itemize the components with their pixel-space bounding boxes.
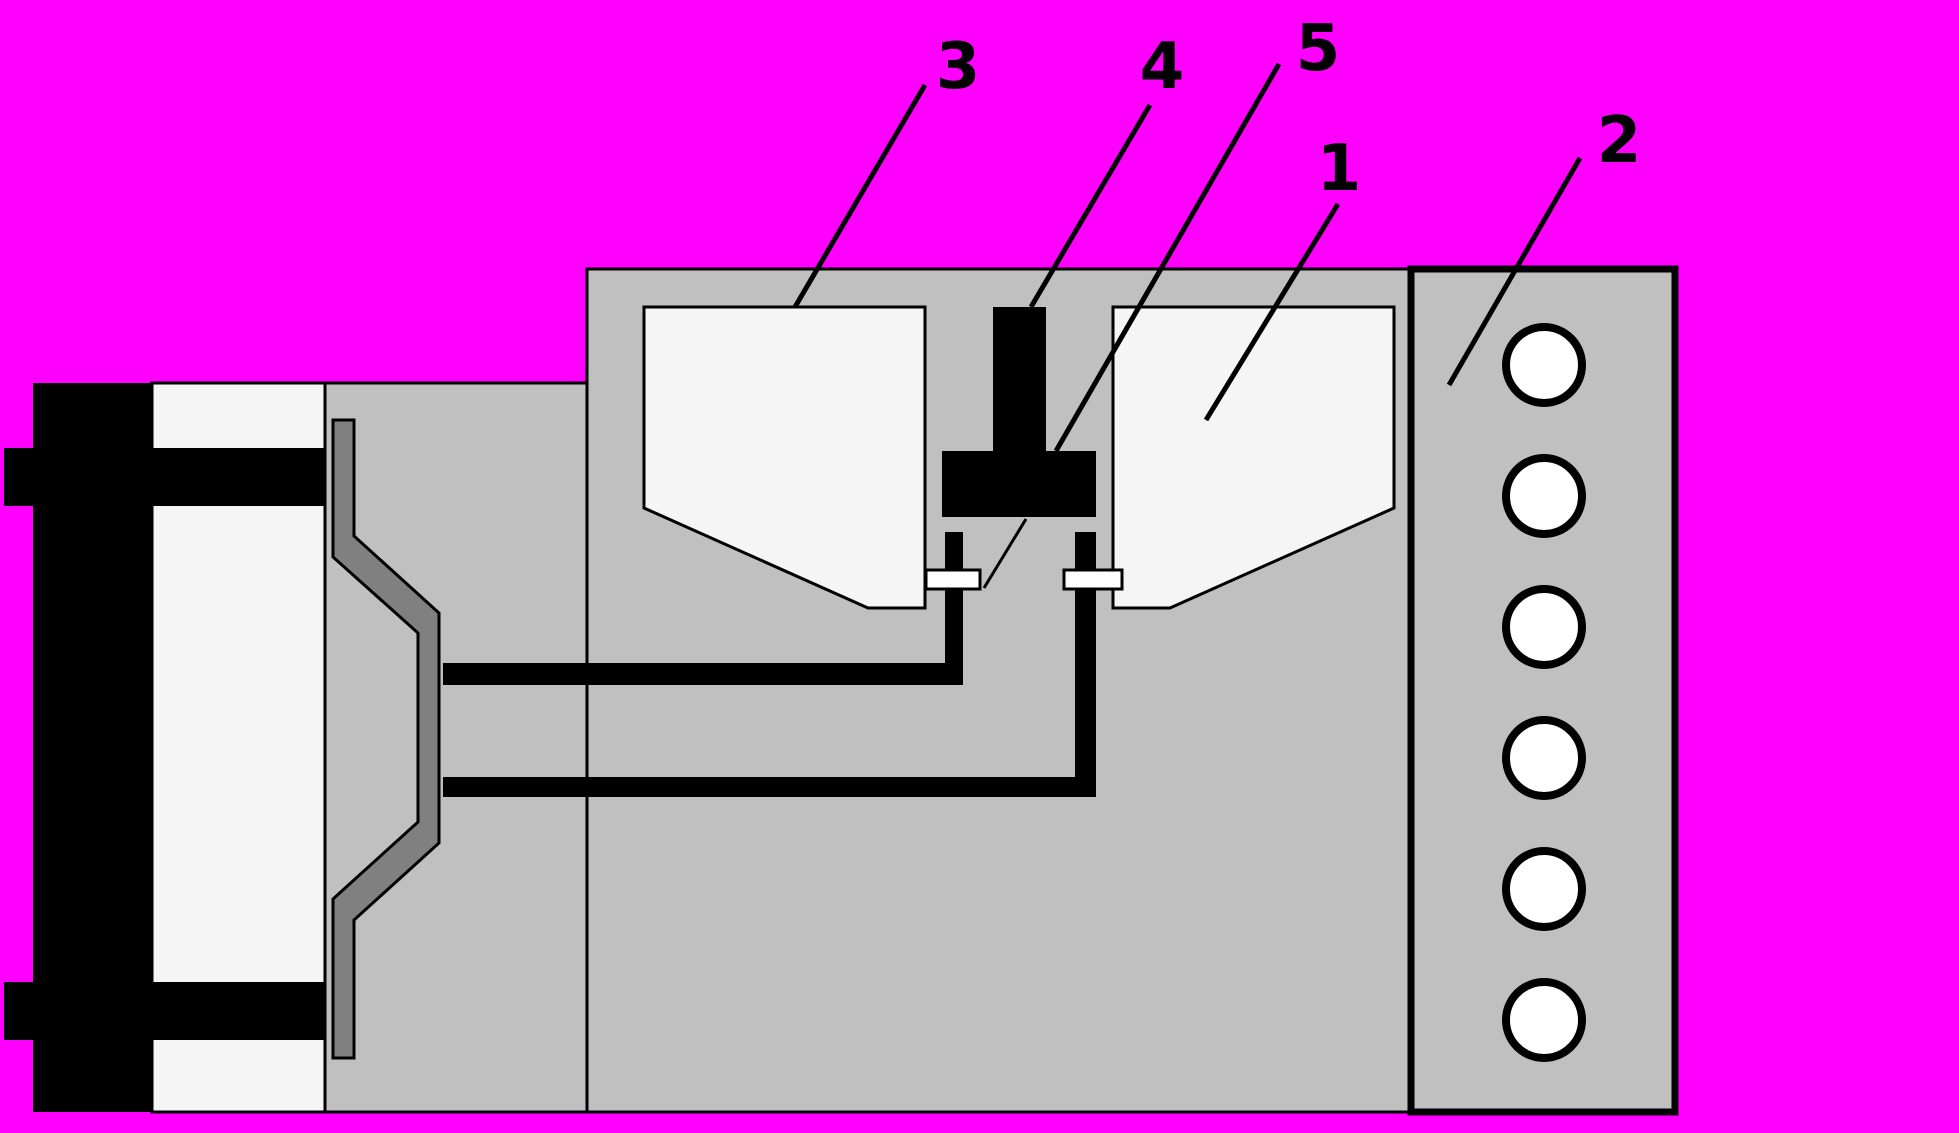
upper-clamp-arm [4,448,325,506]
callout-3: 3 [936,30,981,104]
lower-clamp-arm [4,982,325,1040]
actuator-head [942,451,1096,517]
leader-line-5-lower [982,518,1028,589]
indicator-light [1502,716,1586,800]
upper-conduit [443,532,963,685]
callout-5: 5 [1296,12,1341,86]
leader-lines [792,62,1583,589]
left-sensor-tab [924,568,982,591]
leader-line-4 [1028,103,1153,309]
callout-2: 2 [1597,104,1642,178]
bent-plate [331,418,441,1060]
indicator-light [1502,847,1586,931]
leader-line-1 [1203,202,1341,422]
leader-line-5 [1053,62,1282,453]
leader-line-2 [1446,156,1583,387]
callout-1: 1 [1317,132,1362,206]
indicator-light [1502,978,1586,1062]
indicator-light [1502,585,1586,669]
actuator-stem [993,307,1046,455]
right-container [1111,305,1396,610]
indicator-panel [1407,265,1679,1116]
left-container [642,305,927,610]
right-sensor-tab [1062,568,1124,591]
callout-4: 4 [1140,30,1185,104]
indicator-light [1502,454,1586,538]
leader-line-3 [792,83,928,309]
indicator-light [1502,323,1586,407]
indicator-lights [1502,323,1586,1062]
